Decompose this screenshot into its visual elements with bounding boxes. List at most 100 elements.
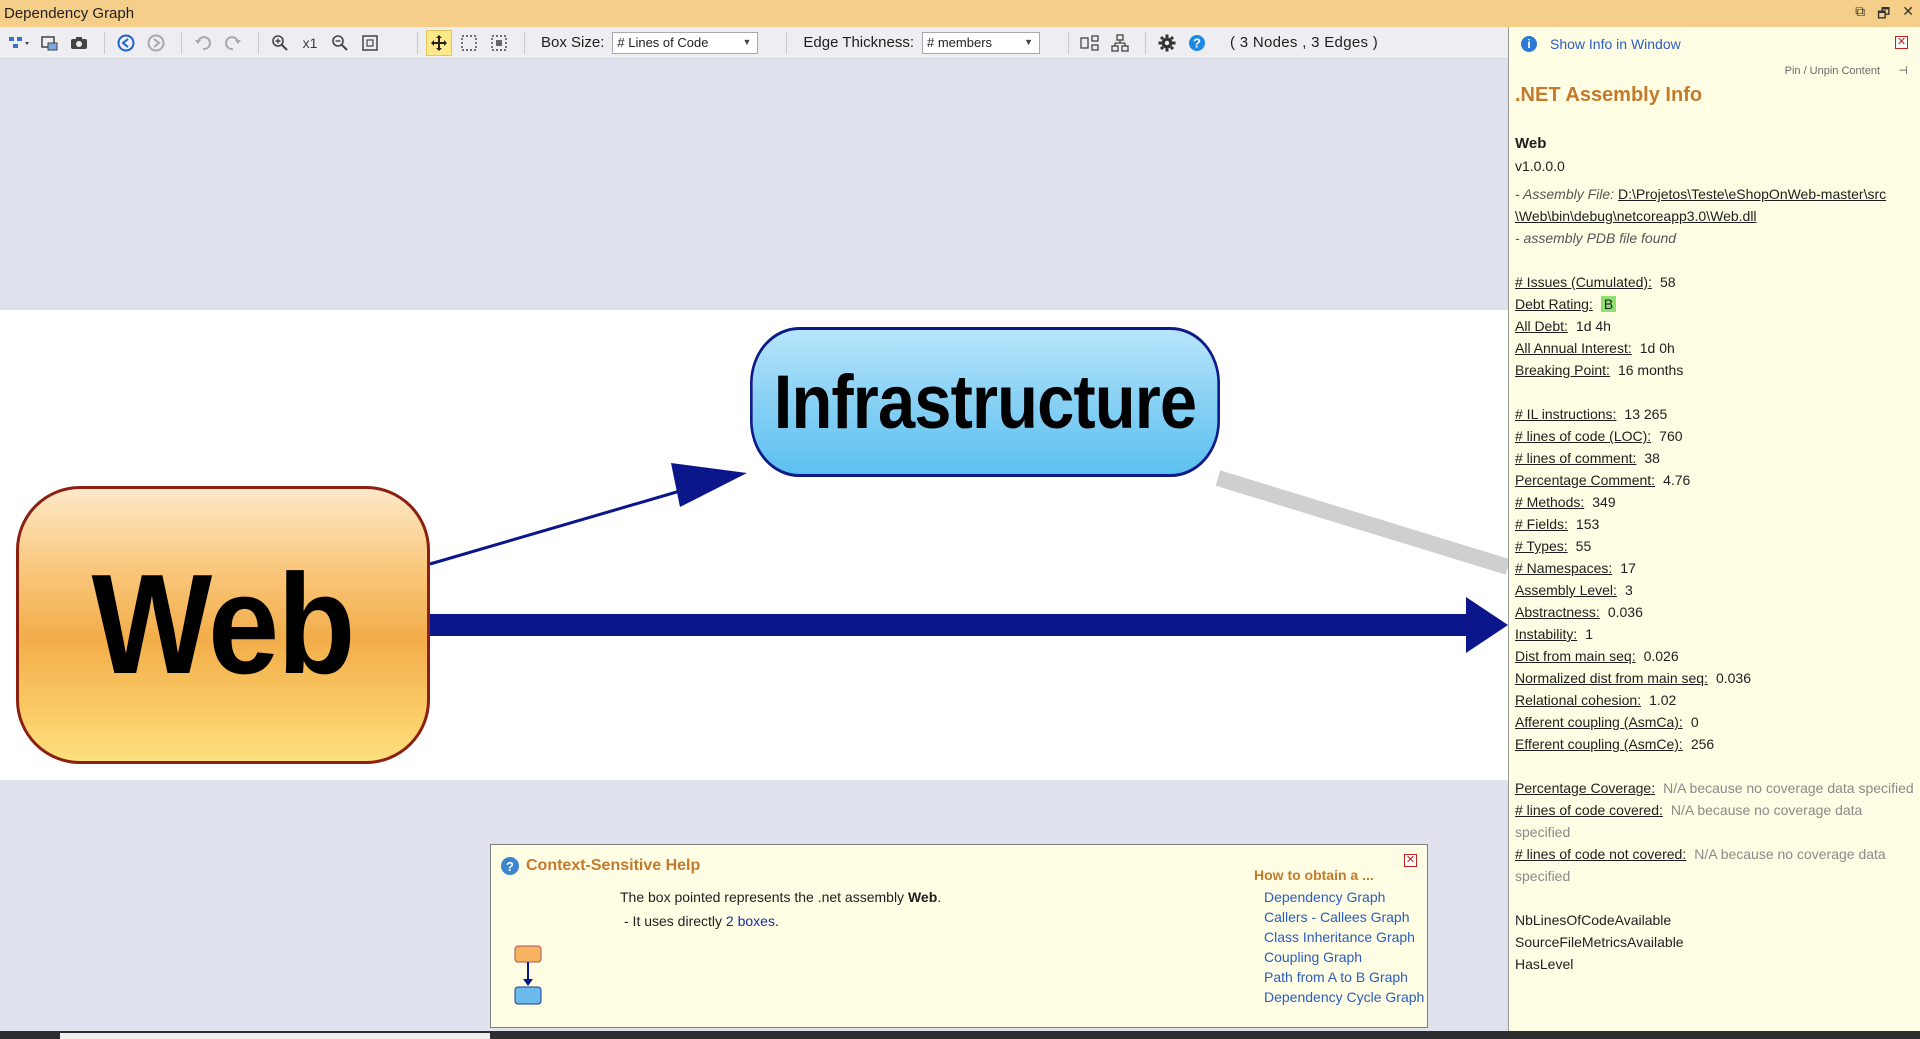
link-dependency-graph[interactable]: Dependency Graph xyxy=(1264,889,1386,905)
metric-link[interactable]: Assembly Level: xyxy=(1515,582,1617,598)
metric-link[interactable]: Dist from main seq: xyxy=(1515,648,1636,664)
restore-icon[interactable]: 🗗 xyxy=(1877,5,1891,21)
metric-value: 1 xyxy=(1585,626,1594,642)
node-infrastructure[interactable]: Infrastructure xyxy=(750,327,1220,477)
metric-link[interactable]: # Methods: xyxy=(1515,494,1585,510)
metric-link[interactable]: Instability: xyxy=(1515,626,1578,642)
forward-icon[interactable] xyxy=(143,30,169,56)
camera-icon[interactable] xyxy=(66,30,92,56)
pin-unpin-label[interactable]: Pin / Unpin Content xyxy=(1784,65,1880,77)
node-web[interactable]: Web xyxy=(16,486,430,764)
metric-row: Dist from main seq: 0.026 xyxy=(1515,645,1915,667)
metrics-group-code: # IL instructions: 13 265 # lines of code… xyxy=(1515,403,1915,755)
metric-link[interactable]: # lines of comment: xyxy=(1515,450,1637,466)
layout-menu-icon[interactable] xyxy=(6,30,32,56)
gear-icon[interactable] xyxy=(1154,30,1180,56)
cluster-layout-icon[interactable] xyxy=(1077,30,1103,56)
show-info-in-window-label: Show Info in Window xyxy=(1550,36,1681,52)
close-icon[interactable]: ✕ xyxy=(1404,854,1417,867)
metric-value: 0 xyxy=(1690,714,1699,730)
assembly-file-path[interactable]: D:\Projetos\Teste\eShopOnWeb-master\src xyxy=(1617,186,1887,202)
edge-web-infrastructure[interactable] xyxy=(429,489,681,566)
window-controls: ⧉ 🗗 ✕ xyxy=(1855,3,1914,27)
metric-link[interactable]: # Namespaces: xyxy=(1515,560,1613,576)
metric-value: 0.026 xyxy=(1643,648,1679,664)
metric-value: N/A because no coverage data specified xyxy=(1663,780,1914,796)
graph-status: ( 3 Nodes , 3 Edges ) xyxy=(1230,34,1379,51)
metric-link[interactable]: # Issues (Cumulated): xyxy=(1515,274,1652,290)
metric-link[interactable]: Breaking Point: xyxy=(1515,362,1610,378)
select-rectangle-icon[interactable] xyxy=(456,30,482,56)
zoom-out-icon[interactable] xyxy=(327,30,353,56)
link-dependency-cycle-graph[interactable]: Dependency Cycle Graph xyxy=(1264,989,1425,1005)
metric-link[interactable]: Percentage Coverage: xyxy=(1515,780,1656,796)
zoom-in-icon[interactable] xyxy=(267,30,293,56)
link-class-inheritance-graph[interactable]: Class Inheritance Graph xyxy=(1264,929,1415,945)
edge-thickness-select[interactable]: # members ▼ xyxy=(922,31,1040,54)
metric-link[interactable]: All Debt: xyxy=(1515,318,1568,334)
metrics-group-coverage: Percentage Coverage: N/A because no cover… xyxy=(1515,777,1915,887)
metric-row: All Debt:1d 4h xyxy=(1515,315,1915,337)
metric-row: # lines of code (LOC):760 xyxy=(1515,425,1915,447)
tree-layout-icon[interactable] xyxy=(1107,30,1133,56)
metric-row: # Issues (Cumulated):58 xyxy=(1515,271,1915,293)
pan-tool-icon[interactable] xyxy=(426,29,452,56)
context-help-title: Context-Sensitive Help xyxy=(526,857,701,874)
close-icon[interactable]: ✕ xyxy=(1895,36,1908,49)
toolbar-separator xyxy=(1145,31,1146,54)
metric-value: 3 xyxy=(1624,582,1633,598)
metric-link[interactable]: All Annual Interest: xyxy=(1515,340,1632,356)
help-assembly-name: Web xyxy=(907,889,938,905)
metric-link[interactable]: Relational cohesion: xyxy=(1515,692,1642,708)
metric-link[interactable]: # lines of code (LOC): xyxy=(1515,428,1652,444)
help-icon[interactable]: ? xyxy=(1184,30,1210,56)
metric-link[interactable]: Efferent coupling (AsmCe): xyxy=(1515,736,1683,752)
metric-link[interactable]: Afferent coupling (AsmCa): xyxy=(1515,714,1683,730)
metric-link[interactable]: # lines of code not covered: xyxy=(1515,846,1687,862)
toolbar-separator xyxy=(786,31,788,54)
pin-icon[interactable]: ⊣ xyxy=(1898,65,1908,77)
edge-infrastructure-core[interactable] xyxy=(1215,470,1508,575)
select-nodes-icon[interactable] xyxy=(486,30,512,56)
export-icon[interactable] xyxy=(36,30,62,56)
edge-web-core[interactable] xyxy=(430,614,1470,636)
metric-link[interactable]: Abstractness: xyxy=(1515,604,1600,620)
undo-icon[interactable] xyxy=(190,30,216,56)
help-uses: - It uses directly 2 boxes. xyxy=(624,913,779,929)
zoom-reset-button[interactable]: x1 xyxy=(302,34,318,51)
link-path-a-to-b-graph[interactable]: Path from A to B Graph xyxy=(1264,969,1408,985)
dock-icon[interactable]: ⧉ xyxy=(1855,3,1866,19)
metric-link[interactable]: # Fields: xyxy=(1515,516,1568,532)
metric-value: 0.036 xyxy=(1607,604,1643,620)
box-size-select[interactable]: # Lines of Code ▼ xyxy=(612,31,759,54)
metric-link[interactable]: Percentage Comment: xyxy=(1515,472,1656,488)
metric-row: Abstractness: 0.036 xyxy=(1515,601,1915,623)
link-coupling-graph[interactable]: Coupling Graph xyxy=(1264,949,1363,965)
metric-link[interactable]: # lines of code covered: xyxy=(1515,802,1663,818)
window-title-bar: Dependency Graph ⧉ 🗗 ✕ xyxy=(0,0,1920,27)
metric-row: Assembly Level: 3 xyxy=(1515,579,1915,601)
metric-row: # lines of comment:38 xyxy=(1515,447,1915,469)
show-info-in-window-link[interactable]: i Show Info in Window xyxy=(1521,36,1681,52)
scrollbar-thumb[interactable] xyxy=(60,1033,490,1039)
metric-row: All Annual Interest:1d 0h xyxy=(1515,337,1915,359)
help-cursor-icon: ? xyxy=(501,857,519,875)
metric-link[interactable]: Debt Rating: xyxy=(1515,296,1593,312)
back-icon[interactable] xyxy=(113,30,139,56)
metric-row: Breaking Point:16 months xyxy=(1515,359,1915,381)
toolbar-separator xyxy=(104,31,105,54)
fit-to-screen-icon[interactable] xyxy=(357,30,383,56)
link-callers-callees-graph[interactable]: Callers - Callees Graph xyxy=(1264,909,1410,925)
metric-link[interactable]: # IL instructions: xyxy=(1515,406,1617,422)
info-icon: i xyxy=(1521,36,1537,52)
metric-row: Percentage Comment:4.76 xyxy=(1515,469,1915,491)
metric-value: 13 265 xyxy=(1624,406,1668,422)
redo-icon[interactable] xyxy=(220,30,246,56)
window-title: Dependency Graph xyxy=(4,5,135,22)
bottom-scrollbar[interactable] xyxy=(0,1031,1920,1039)
metric-link[interactable]: # Types: xyxy=(1515,538,1568,554)
assembly-file-path-cont[interactable]: \Web\bin\debug\netcoreapp3.0\Web.dll xyxy=(1515,208,1757,224)
metric-link[interactable]: Normalized dist from main seq: xyxy=(1515,670,1708,686)
metric-row: Instability: 1 xyxy=(1515,623,1915,645)
close-icon[interactable]: ✕ xyxy=(1902,3,1914,19)
